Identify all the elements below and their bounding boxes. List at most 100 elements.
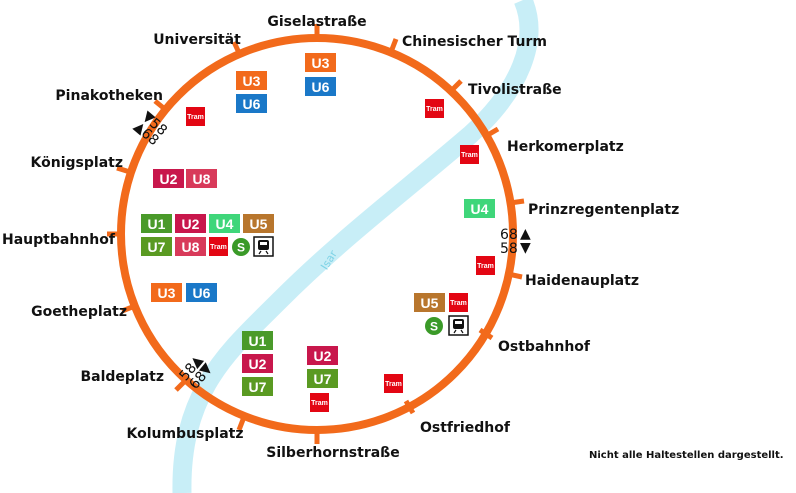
stop-giselastrasse-label: Giselastraße (267, 14, 366, 30)
stop-baldeplatz-label: Baldeplatz (80, 369, 164, 385)
badge-u8-hauptbahnhof (175, 237, 206, 256)
badge-u1-hauptbahnhof-text: U1 (148, 216, 166, 232)
badge-u2-hauptbahnhof (175, 214, 206, 233)
badge-u2-hauptbahnhof-text: U2 (182, 216, 200, 232)
tick-universitaet (231, 40, 243, 57)
badge-u3-universitaet (236, 71, 267, 90)
stop-kolumbusplatz-label: Kolumbusplatz (126, 426, 243, 442)
tram-badge-silberhornstrasse (310, 393, 329, 412)
badge-u3-universitaet-text: U3 (243, 73, 261, 89)
tram-badge-ostbahnhof (449, 293, 468, 312)
badge-u4-prinzregentenplatz-text: U4 (471, 201, 489, 217)
stop-prinzregentenplatz-label: Prinzregentenplatz (528, 202, 679, 218)
tick-pinakotheken (153, 99, 168, 112)
sbahn-icon-ostbahnhof-text: S (430, 320, 438, 334)
tick-ostbahnhof (478, 327, 494, 341)
badge-u6-goetheplatz-text: U6 (193, 285, 211, 301)
badge-u6-giselastrasse (305, 77, 336, 96)
badge-u6-goetheplatz (186, 283, 217, 302)
tram-badge-hauptbahnhof-text: Tram (210, 244, 227, 251)
tram-badges: Tram Tram Tram Tram Tram Tram Tram Tram (186, 99, 495, 412)
stop-ostbahnhof-label: Ostbahnhof (498, 339, 591, 355)
stop-haidenauplatz-label: Haidenauplatz (525, 273, 639, 289)
tram-badge-pinakotheken (186, 107, 205, 126)
line-badges: U3 U6 U3 U6 U2 U8 U1 U2 U4 U5 U7 U8 U3 U… (141, 53, 495, 396)
badge-u2-koenigsplatz-text: U2 (160, 171, 178, 187)
station-ticks (107, 24, 525, 444)
train-icon-hauptbahnhof (253, 236, 274, 257)
tick-kolumbusplatz (236, 416, 247, 431)
badge-u6-giselastrasse-text: U6 (312, 79, 330, 95)
badge-u5-hauptbahnhof-text: U5 (250, 216, 268, 232)
badge-u2-silberhornstrasse-text: U2 (314, 348, 332, 364)
tick-tivolistrasse (449, 79, 463, 93)
tram-badge-herkomerplatz-text: Tram (461, 152, 478, 159)
tram-badge-pinakotheken-text: Tram (187, 114, 204, 121)
tick-prinzregentenplatz (509, 198, 525, 206)
tram-badge-herkomerplatz (460, 145, 479, 164)
stop-silberhornstrasse-label: Silberhornstraße (266, 445, 400, 461)
tram-badge-ostfriedhof-text: Tram (385, 381, 402, 388)
tram-badge-silberhornstrasse-text: Tram (311, 400, 328, 407)
tick-ostfriedhof (403, 399, 416, 415)
stop-goetheplatz-label: Goetheplatz (31, 304, 127, 320)
badge-u7-kolumbusplatz (242, 377, 273, 396)
bus-marker-prinzregentenplatz: 68 ▲ 58 ▼ (500, 226, 531, 257)
badge-u5-ostbahnhof-text: U5 (421, 295, 439, 311)
tram-badge-haidenauplatz-text: Tram (477, 263, 494, 270)
badge-u8-koenigsplatz (186, 169, 217, 188)
badge-u4-prinzregentenplatz (464, 199, 495, 218)
badge-u7-silberhornstrasse-text: U7 (314, 371, 332, 387)
tick-baldeplatz (174, 378, 188, 392)
footnote: Nicht alle Haltestellen dargestellt. (589, 450, 784, 461)
station-labels: Giselastraße Chinesischer Turm Tivolistr… (2, 14, 679, 461)
badge-u3-goetheplatz (151, 283, 182, 302)
tick-chinesischer-turm (388, 38, 399, 53)
tram-badge-tivolistrasse (425, 99, 444, 118)
badge-u7-hauptbahnhof-text: U7 (148, 239, 166, 255)
bus-route-prinzregentenplatz-second: 58 (500, 241, 518, 257)
tick-goetheplatz (121, 303, 136, 314)
tick-koenigsplatz (116, 165, 131, 175)
badge-u3-giselastrasse-text: U3 (312, 55, 330, 71)
stop-herkomerplatz-label: Herkomerplatz (507, 139, 624, 155)
tick-haidenauplatz (507, 271, 523, 280)
bus-arrow-down-icon: ▼ (520, 240, 531, 256)
bus-marker-pinakotheken: ▼ 58 68 ▲ (131, 108, 170, 149)
stop-hauptbahnhof-label: Hauptbahnhof (2, 232, 116, 248)
badge-u4-hauptbahnhof (209, 214, 240, 233)
badge-u6-universitaet (236, 94, 267, 113)
stop-pinakotheken-label: Pinakotheken (55, 88, 163, 104)
badge-u5-ostbahnhof (414, 293, 445, 312)
tram-badge-hauptbahnhof (209, 237, 228, 256)
tram-badge-ostfriedhof (384, 374, 403, 393)
badge-u8-koenigsplatz-text: U8 (193, 171, 211, 187)
badge-u7-kolumbusplatz-text: U7 (249, 379, 267, 395)
badge-u1-kolumbusplatz (242, 331, 273, 350)
badge-u1-hauptbahnhof (141, 214, 172, 233)
sbahn-icon-hauptbahnhof-text: S (237, 241, 245, 255)
badge-u1-kolumbusplatz-text: U1 (249, 333, 267, 349)
stop-chinesischer-turm-label: Chinesischer Turm (402, 34, 547, 50)
badge-u5-hauptbahnhof (243, 214, 274, 233)
stop-tivolistrasse-label: Tivolistraße (468, 82, 562, 98)
badge-u8-hauptbahnhof-text: U8 (182, 239, 200, 255)
badge-u6-universitaet-text: U6 (243, 96, 261, 112)
tram-badge-ostbahnhof-text: Tram (450, 300, 467, 307)
sbahn-icon-hauptbahnhof (232, 238, 250, 256)
train-icon-ostbahnhof (448, 315, 469, 336)
bus-route-prinzregentenplatz-first: 68 (500, 227, 518, 243)
sbahn-icon-ostbahnhof (425, 317, 443, 335)
badge-u7-hauptbahnhof (141, 237, 172, 256)
tick-herkomerplatz (484, 126, 500, 139)
stop-universitaet-label: Universität (153, 32, 241, 48)
badge-u2-koenigsplatz (153, 169, 184, 188)
isar-river (172, 0, 539, 493)
rail-symbols: S S (232, 236, 469, 336)
badge-u3-giselastrasse (305, 53, 336, 72)
bus-arrow-up-icon: ▲ (520, 226, 531, 242)
stop-koenigsplatz-label: Königsplatz (31, 155, 123, 171)
badge-u7-silberhornstrasse (307, 369, 338, 388)
